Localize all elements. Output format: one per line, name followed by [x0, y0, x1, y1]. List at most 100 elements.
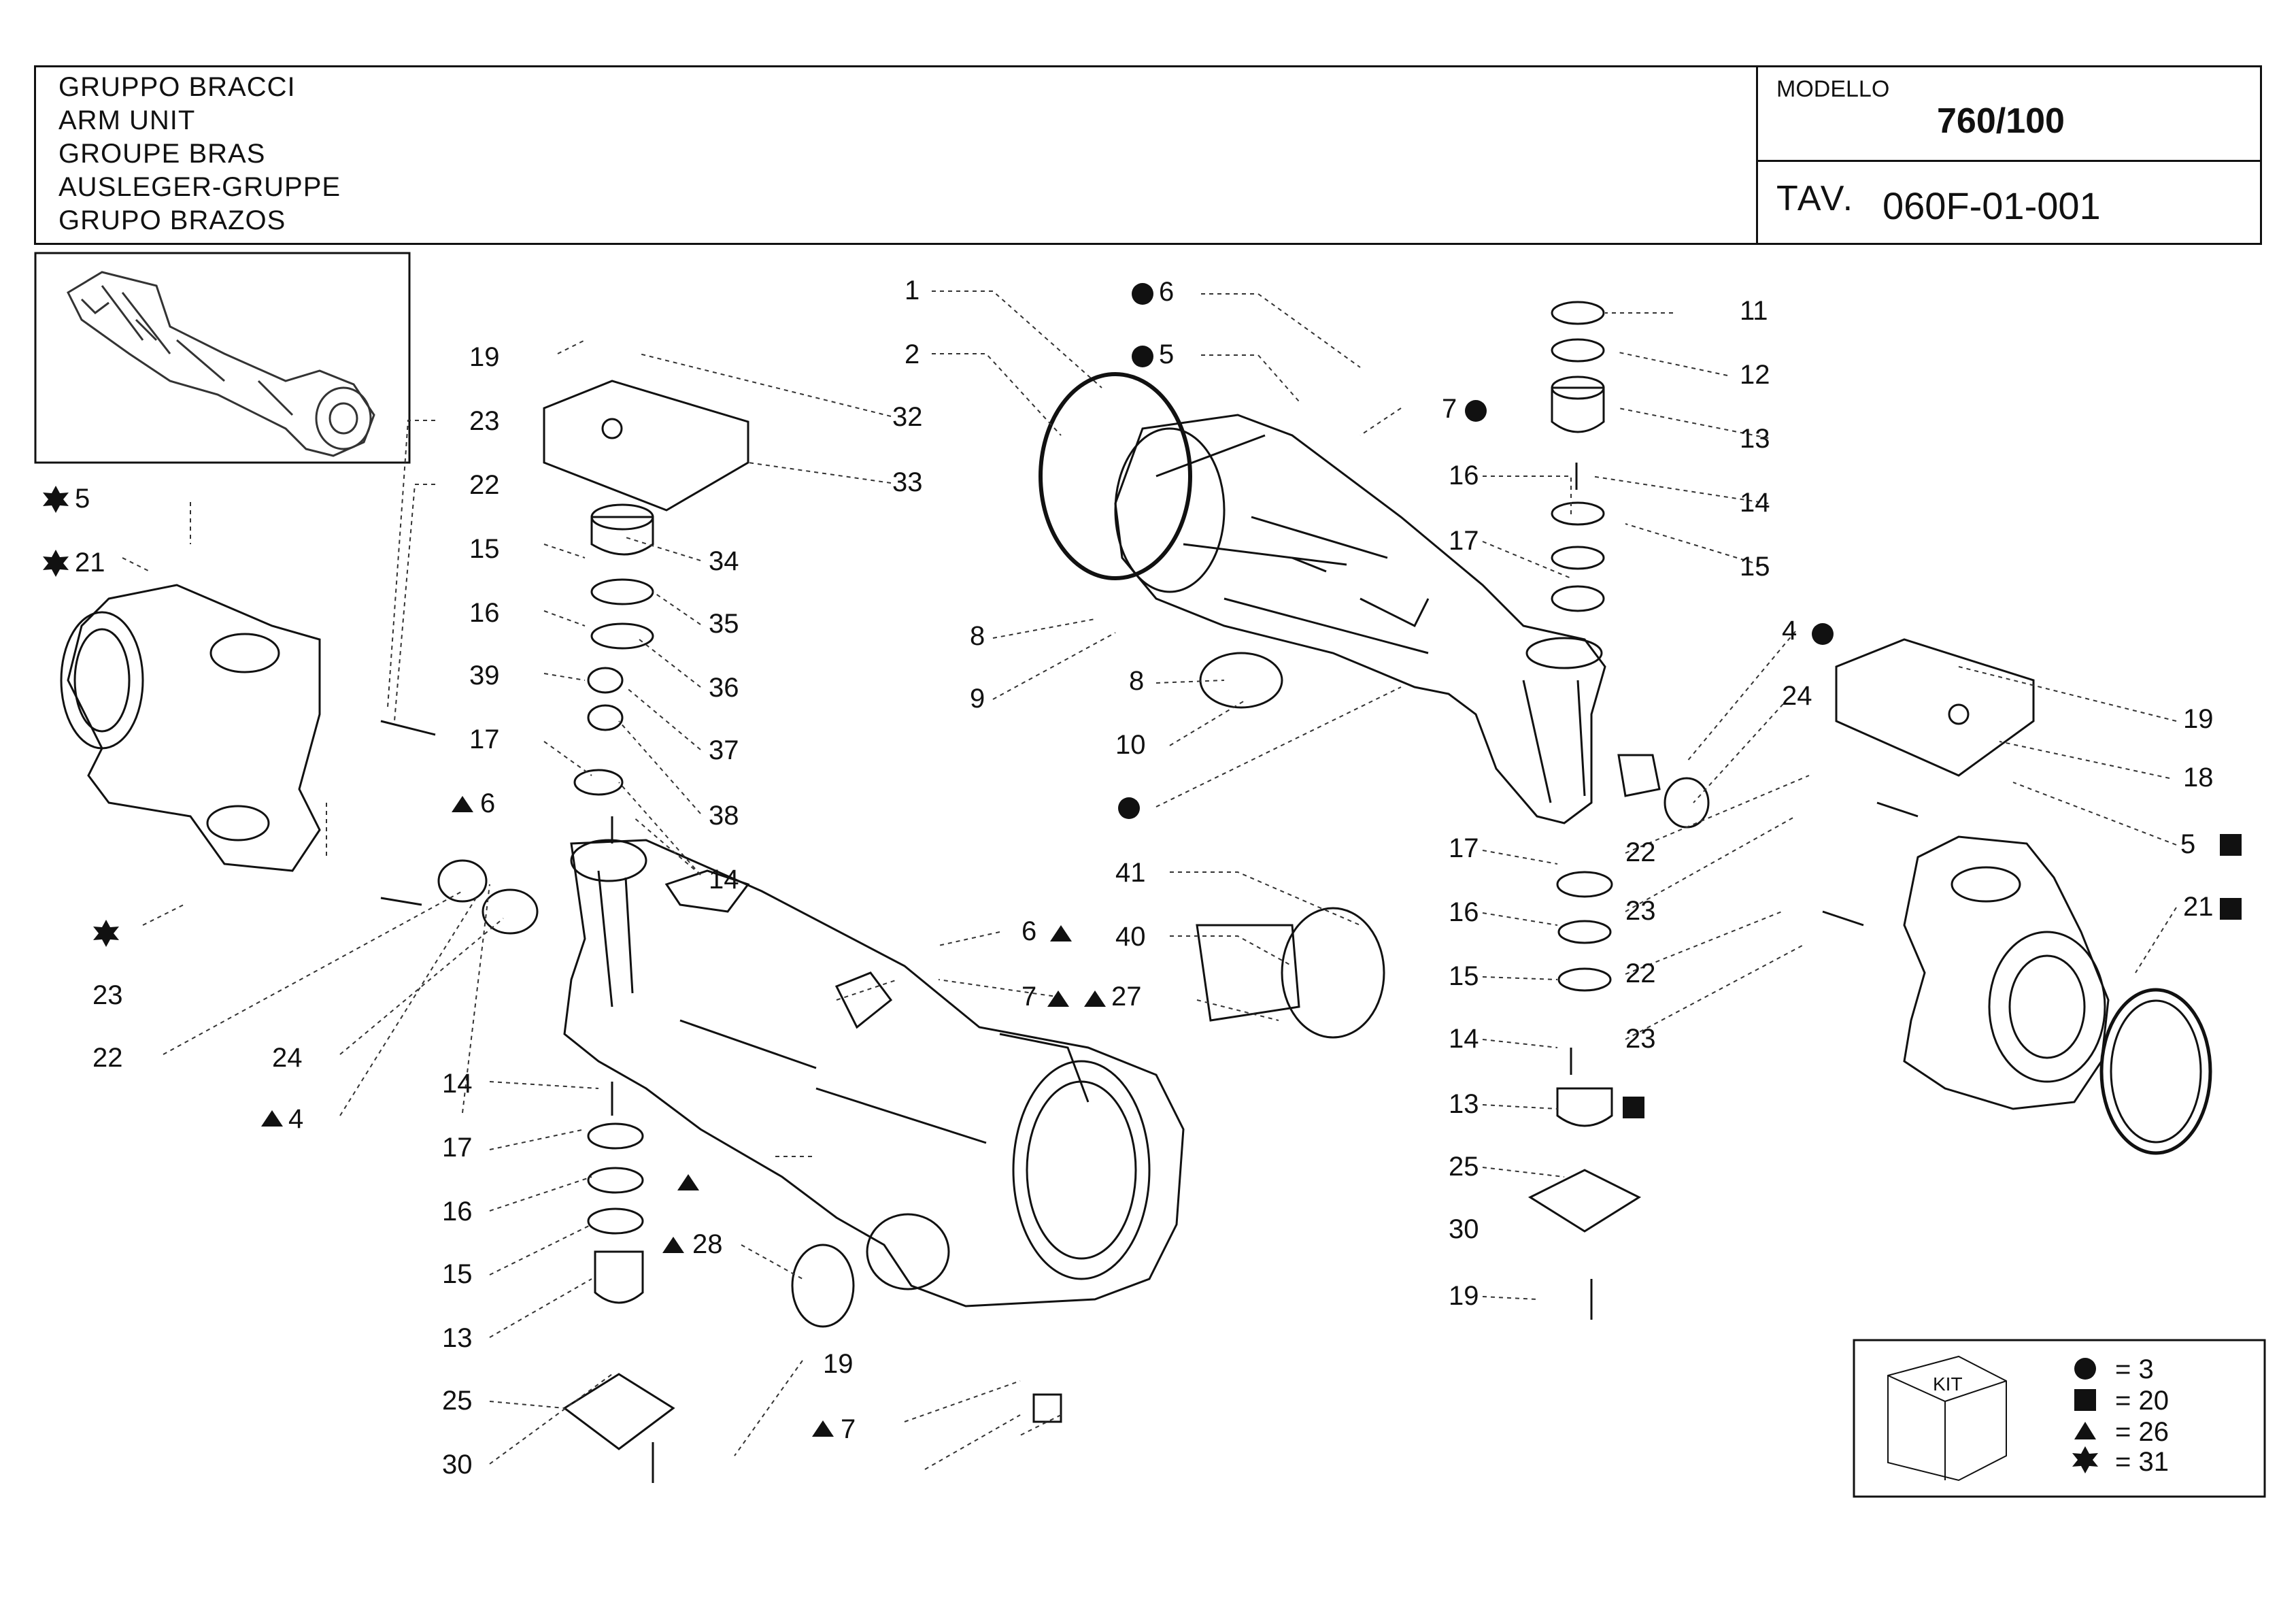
o-ring-2	[1039, 372, 1192, 580]
ring-21-inner	[2110, 999, 2202, 1144]
tav-box	[1756, 160, 2262, 245]
kit-triangle-marker	[812, 1420, 834, 1437]
upper-axle-housing	[1114, 414, 1606, 824]
upper-plate-33	[543, 380, 749, 512]
callout-19-r: 19	[2183, 704, 2214, 734]
kit-legend-star	[2072, 1446, 2098, 1473]
callout-6-top: 6	[1159, 277, 1174, 307]
callout-4-ll: 4	[288, 1104, 303, 1134]
callout-5-star: 5	[75, 484, 90, 514]
callout-8-a: 8	[970, 621, 985, 651]
callout-30-low: 30	[442, 1450, 473, 1480]
callout-25-low: 25	[442, 1386, 473, 1416]
callout-40: 40	[1115, 922, 1146, 952]
callout-14-b: 14	[1449, 1024, 1479, 1054]
callout-13-b: 13	[1449, 1089, 1479, 1119]
callout-7-mid: 7	[1022, 982, 1036, 1012]
tav-value: 060F-01-001	[1883, 184, 2101, 227]
callout-13-r: 13	[1740, 424, 1770, 454]
callout-17-l: 17	[469, 724, 500, 754]
callout-4-r: 4	[1782, 616, 1797, 646]
callout-24-r: 24	[1782, 681, 1812, 711]
callout-13-low: 13	[442, 1323, 473, 1353]
kit-circle-marker	[1812, 623, 1834, 645]
left-knuckle	[60, 584, 321, 872]
kit-triangle-marker	[261, 1110, 283, 1127]
callout-7-low: 7	[841, 1414, 856, 1444]
kit-triangle-marker	[1047, 990, 1069, 1007]
callout-7-top: 7	[1442, 394, 1457, 424]
callout-19-l: 19	[469, 342, 500, 372]
callout-27: 27	[1111, 982, 1142, 1012]
callout-39: 39	[469, 661, 500, 690]
lower-axle-housing	[563, 839, 1185, 1307]
callout-28: 28	[692, 1229, 723, 1259]
callout-15-r: 15	[1740, 552, 1770, 582]
kit-star-marker	[43, 486, 69, 513]
callout-34: 34	[709, 546, 739, 576]
callout-18: 18	[2183, 763, 2214, 793]
callout-6-l: 6	[480, 788, 495, 818]
callout-14-low: 14	[442, 1069, 473, 1099]
kit-circle-marker	[1118, 797, 1140, 819]
title-italian: GRUPPO BRACCI	[58, 72, 296, 102]
callout-35: 35	[709, 609, 739, 639]
callout-16-low: 16	[442, 1197, 473, 1227]
kit-star-marker	[93, 920, 119, 947]
kit-legend-star-text: = 31	[2115, 1447, 2169, 1477]
callout-25-b: 25	[1449, 1152, 1479, 1182]
callout-8-b: 8	[1129, 666, 1144, 696]
callout-11: 11	[1740, 296, 1768, 326]
callout-22-l: 22	[469, 470, 500, 500]
callout-5-top: 5	[1159, 339, 1174, 369]
callout-9: 9	[970, 684, 985, 714]
callout-16-l: 16	[469, 598, 500, 628]
callout-14-r: 14	[1740, 488, 1770, 518]
callout-41: 41	[1115, 858, 1146, 888]
callout-21-star: 21	[75, 548, 105, 578]
title-english: ARM UNIT	[58, 105, 196, 135]
callout-17-low: 17	[442, 1133, 473, 1163]
callout-19-low: 19	[823, 1349, 854, 1379]
kit-legend-circle	[2074, 1358, 2096, 1380]
tav-label: TAV.	[1776, 179, 1855, 218]
callout-23-ll: 23	[92, 980, 123, 1010]
callout-37: 37	[709, 735, 739, 765]
callout-30-b: 30	[1449, 1214, 1479, 1244]
callout-2: 2	[905, 339, 919, 369]
callout-33: 33	[892, 467, 923, 497]
leader-lines	[122, 290, 2177, 1470]
callout-23-b: 23	[1625, 1024, 1656, 1054]
callout-21-r: 21	[2183, 892, 2214, 922]
kit-triangle-marker	[452, 796, 473, 812]
model-value: 760/100	[1937, 101, 2065, 141]
callout-19-b: 19	[1449, 1281, 1479, 1311]
callout-38: 38	[709, 801, 739, 831]
title-spanish: GRUPO BRAZOS	[58, 205, 286, 235]
kit-circle-marker	[1132, 346, 1153, 367]
overview-thumbnail	[34, 252, 411, 464]
kit-square-marker	[1623, 1097, 1644, 1118]
callout-1: 1	[905, 276, 919, 305]
callout-24-ll: 24	[272, 1043, 303, 1073]
callout-15-l: 15	[469, 534, 500, 564]
callout-22-b: 22	[1625, 958, 1656, 988]
small-parts	[380, 301, 1919, 1483]
kit-legend-triangle	[2074, 1422, 2096, 1439]
kit-square-marker	[2220, 834, 2242, 856]
callout-16-a: 16	[1449, 461, 1479, 490]
callout-10: 10	[1115, 730, 1146, 760]
callout-14-l: 14	[709, 865, 739, 895]
callout-32: 32	[892, 402, 923, 432]
kit-star-marker	[43, 550, 69, 577]
callout-6-mid: 6	[1022, 916, 1036, 946]
callout-22-ll: 22	[92, 1043, 123, 1073]
kit-triangle-marker	[677, 1174, 699, 1190]
kit-legend: KIT = 3 = 20 = 26 = 31	[1853, 1339, 2266, 1498]
callout-16-b: 16	[1449, 897, 1479, 927]
title-german: AUSLEGER-GRUPPE	[58, 172, 341, 202]
callout-17-b: 17	[1449, 833, 1479, 863]
callout-23-a: 23	[1625, 896, 1656, 926]
model-label: MODELLO	[1776, 76, 1890, 102]
